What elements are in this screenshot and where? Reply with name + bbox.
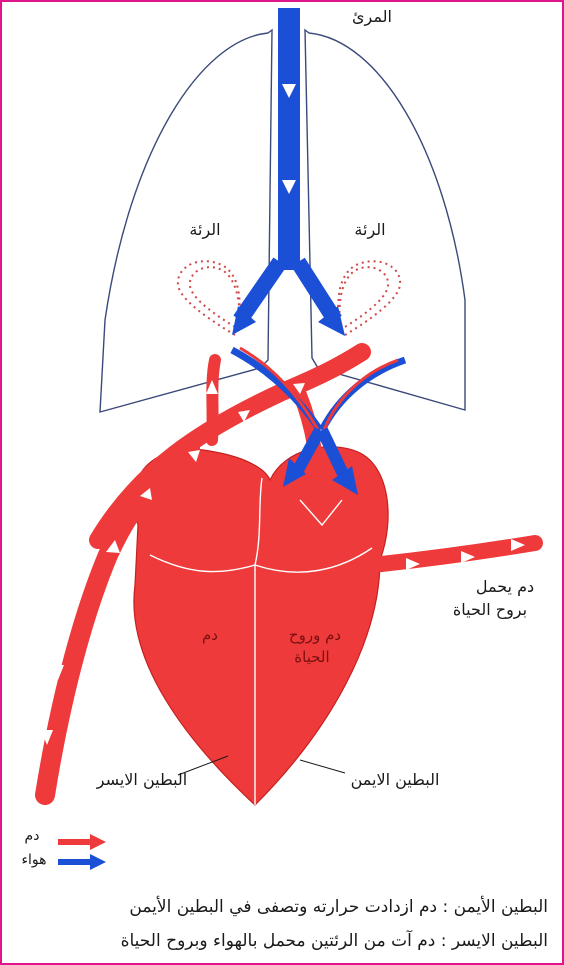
legend-air-arrowhead bbox=[90, 854, 106, 870]
heart-blood-label: دم bbox=[202, 626, 218, 644]
legend-blood-label: دم bbox=[25, 828, 40, 844]
legend-air-label: هواء bbox=[21, 852, 46, 868]
heart-blood-spirit-label-1: دم وروح bbox=[289, 626, 341, 644]
heart bbox=[134, 447, 388, 805]
heart-blood-spirit-label-2: الحياة bbox=[294, 648, 329, 666]
right-lung-label: الرئة bbox=[354, 220, 385, 240]
trachea-label: المرئ bbox=[352, 7, 392, 27]
caption-line-1: البطين الأيمن : دم ازدادت حرارته وتصفى ف… bbox=[129, 896, 548, 917]
left-ventricle-label: البطين الايسر bbox=[96, 770, 188, 790]
legend: دم هواء bbox=[21, 828, 106, 870]
caption-line-2: البطين الايسر : دم آت من الرئتين محمل با… bbox=[121, 929, 548, 951]
legend-blood-arrowhead bbox=[90, 834, 106, 850]
right-ventricle-label: البطين الايمن bbox=[351, 770, 440, 790]
right-ventricle-leader bbox=[300, 760, 345, 773]
blood-spirit-label-1: دم يحمل bbox=[476, 577, 534, 596]
left-lung-label: الرئة bbox=[189, 220, 220, 240]
blood-spirit-label-2: بروح الحياة bbox=[453, 600, 527, 620]
